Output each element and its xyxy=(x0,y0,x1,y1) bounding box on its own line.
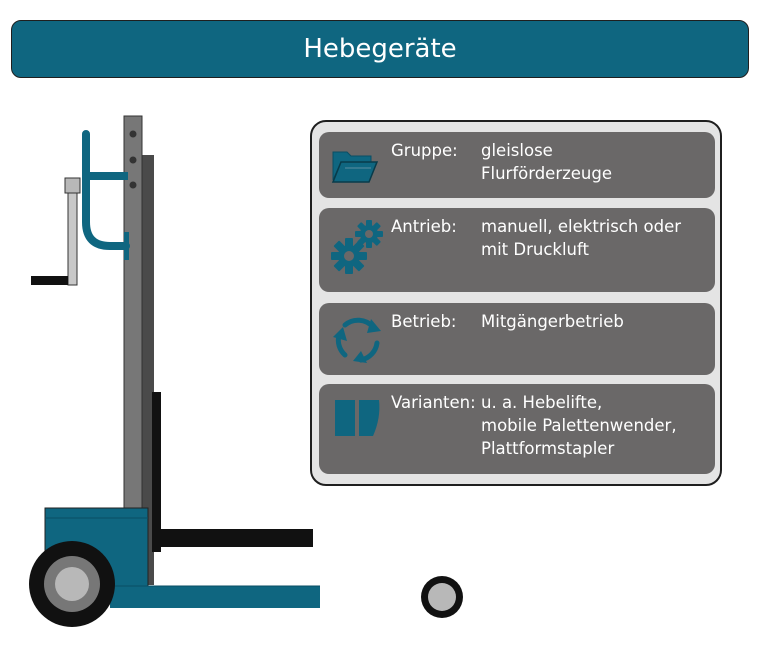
row-value: manuell, elektrisch oder mit Druckluft xyxy=(481,215,681,261)
row-label: Varianten: xyxy=(391,393,476,412)
folder-icon xyxy=(331,151,379,183)
gears-icon xyxy=(331,220,383,274)
winch-shaft xyxy=(67,192,78,286)
title-bar: Hebegeräte xyxy=(11,20,749,78)
handle-brace xyxy=(82,172,128,180)
row-value: u. a. Hebelifte, mobile Palettenwender, … xyxy=(481,391,677,460)
row-value-line: gleislose xyxy=(481,141,553,160)
lift-device-illustration xyxy=(29,115,320,627)
mast-hole xyxy=(129,156,137,164)
info-row-gruppe: Gruppe: gleislose Flurförderzeuge xyxy=(319,132,715,198)
mast-hole xyxy=(129,181,137,189)
row-value: Mitgängerbetrieb xyxy=(481,310,624,333)
row-value: gleislose Flurförderzeuge xyxy=(481,139,612,185)
info-panel: Gruppe: gleislose Flurförderzeuge An xyxy=(310,120,722,486)
book-icon xyxy=(335,400,380,436)
row-value-line: Flurförderzeuge xyxy=(481,164,613,183)
row-label: Antrieb: xyxy=(391,217,457,236)
info-row-antrieb: Antrieb: manuell, elektrisch oder mit Dr… xyxy=(319,208,715,292)
row-label: Betrieb: xyxy=(391,312,457,331)
row-value-line: Mitgängerbetrieb xyxy=(481,312,624,331)
row-label: Gruppe: xyxy=(391,141,458,160)
rear-mast xyxy=(140,155,154,585)
row-value-line: manuell, elektrisch oder xyxy=(481,217,682,236)
base-leg xyxy=(110,586,320,608)
mast-hole xyxy=(129,130,137,138)
cycle-arrows-icon xyxy=(333,317,381,363)
info-row-varianten: Varianten: u. a. Hebelifte, mobile Palet… xyxy=(319,384,715,474)
row-value-line: Plattformstapler xyxy=(481,439,615,458)
page-title: Hebegeräte xyxy=(303,34,457,64)
info-row-betrieb: Betrieb: Mitgängerbetrieb xyxy=(319,303,715,375)
fork xyxy=(156,529,313,547)
front-wheel-hub xyxy=(428,583,456,611)
handle-bracket xyxy=(124,232,129,260)
fork-carriage xyxy=(152,392,161,552)
row-value-line: mobile Palettenwender, xyxy=(481,416,677,435)
crank-handle xyxy=(31,276,68,285)
rear-wheel-hub xyxy=(55,567,89,601)
front-wheel-illustration xyxy=(421,576,463,618)
winch-cap xyxy=(64,177,81,194)
row-value-line: mit Druckluft xyxy=(481,240,589,259)
push-handle xyxy=(82,130,130,250)
row-value-line: u. a. Hebelifte, xyxy=(481,393,603,412)
